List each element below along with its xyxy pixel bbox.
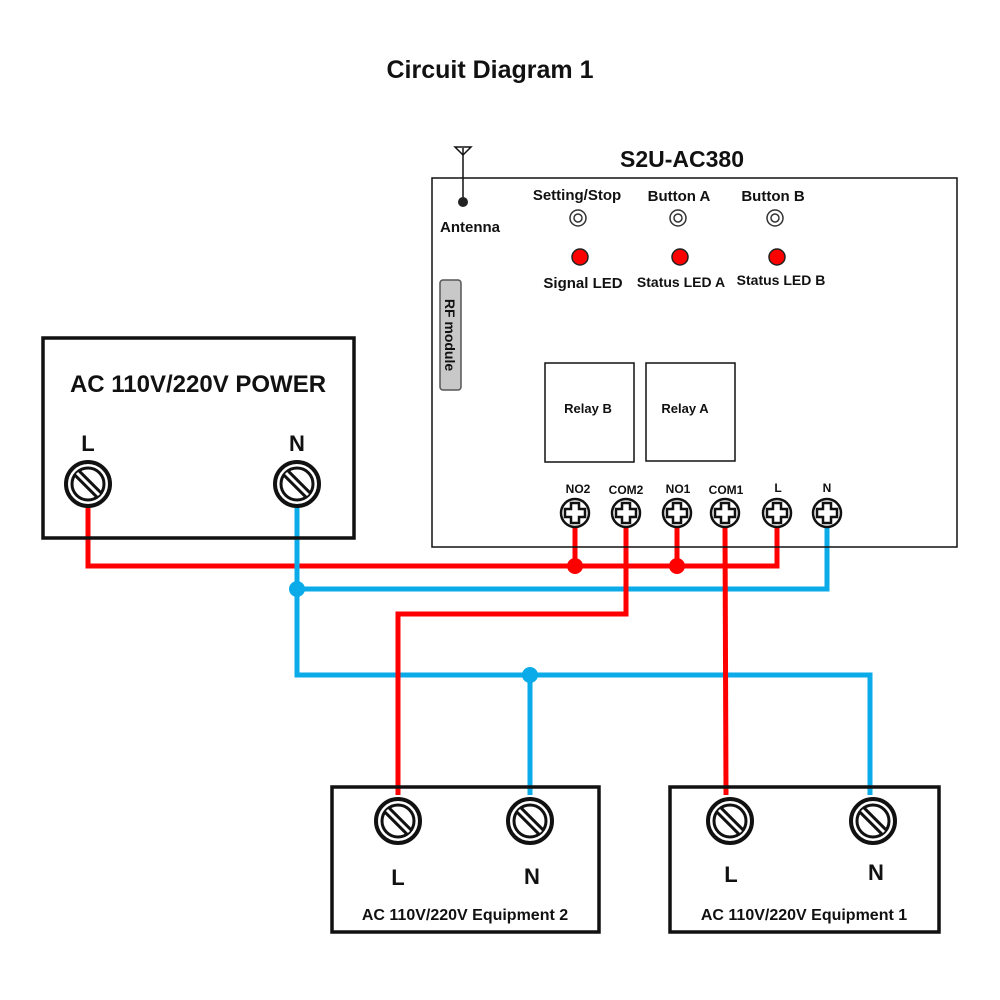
equipment-1-box: L N AC 110V/220V Equipment 1 (668, 785, 941, 934)
wiring (85, 505, 873, 796)
controller-unit: S2U-AC380 Antenna RF module Setting/Stop… (431, 146, 958, 548)
controller-model: S2U-AC380 (620, 146, 744, 172)
junction-dot (567, 558, 583, 574)
setting-stop-button[interactable] (569, 209, 587, 227)
relay-a (645, 362, 736, 462)
power-source-label: AC 110V/220V POWER (70, 371, 326, 398)
equipment-2-box: L N AC 110V/220V Equipment 2 (330, 785, 601, 934)
screw-terminal-icon (851, 799, 895, 843)
terminal-label-no2: NO2 (566, 482, 591, 496)
wire-power-neutral (294, 505, 830, 592)
screw-terminal-icon (376, 799, 420, 843)
wire-com1-equipment1 (722, 526, 729, 796)
antenna-label: Antenna (440, 219, 501, 236)
screw-terminal-icon (508, 799, 552, 843)
terminal-no2-icon (559, 497, 591, 529)
diagram-title: Circuit Diagram 1 (386, 56, 593, 84)
terminal-label-no1: NO1 (666, 482, 691, 496)
power-terminal-label-l: L (81, 431, 94, 456)
terminal-n-icon (811, 497, 843, 529)
status-led-b-icon (768, 248, 786, 266)
screw-terminal-icon (66, 462, 110, 506)
antenna-icon (453, 146, 473, 207)
signal-led-icon (571, 248, 589, 266)
terminal-com2-icon (610, 497, 642, 529)
terminal-com1-icon (709, 497, 741, 529)
signal-led-label: Signal LED (543, 275, 622, 292)
equipment-1-terminal-l: L (724, 862, 737, 887)
terminal-l-icon (761, 497, 793, 529)
rf-module: RF module (439, 279, 462, 391)
equipment-2-terminal-l: L (391, 865, 404, 890)
status-led-b-label: Status LED B (737, 272, 826, 288)
wire-com2-equipment2 (395, 527, 629, 795)
wire-neutral-equipment (294, 589, 873, 795)
power-source-box: AC 110V/220V POWER L N (41, 336, 356, 540)
relay-a-label: Relay A (661, 401, 709, 416)
junction-dot (522, 667, 538, 683)
button-a[interactable] (669, 209, 687, 227)
junction-dot (669, 558, 685, 574)
terminal-label-l: L (774, 481, 781, 495)
equipment-1-label: AC 110V/220V Equipment 1 (701, 907, 907, 924)
equipment-1-terminal-n: N (868, 860, 884, 885)
status-led-a-label: Status LED A (637, 274, 725, 290)
equipment-2-label: AC 110V/220V Equipment 2 (362, 907, 568, 924)
rf-module-label: RF module (442, 299, 458, 372)
junction-dot (289, 581, 305, 597)
button-label-setting-stop: Setting/Stop (533, 187, 621, 204)
screw-terminal-icon (275, 462, 319, 506)
button-b[interactable] (766, 209, 784, 227)
terminal-no1-icon (661, 497, 693, 529)
terminal-label-com1: COM1 (709, 483, 744, 497)
terminal-label-com2: COM2 (609, 483, 644, 497)
button-label-b: Button B (741, 188, 804, 205)
relay-b-label: Relay B (564, 401, 612, 416)
status-led-a-icon (671, 248, 689, 266)
equipment-2-terminal-n: N (524, 864, 540, 889)
terminal-label-n: N (823, 481, 832, 495)
screw-terminal-icon (708, 799, 752, 843)
button-label-a: Button A (648, 188, 711, 205)
power-terminal-label-n: N (289, 431, 305, 456)
relay-b (544, 362, 635, 463)
